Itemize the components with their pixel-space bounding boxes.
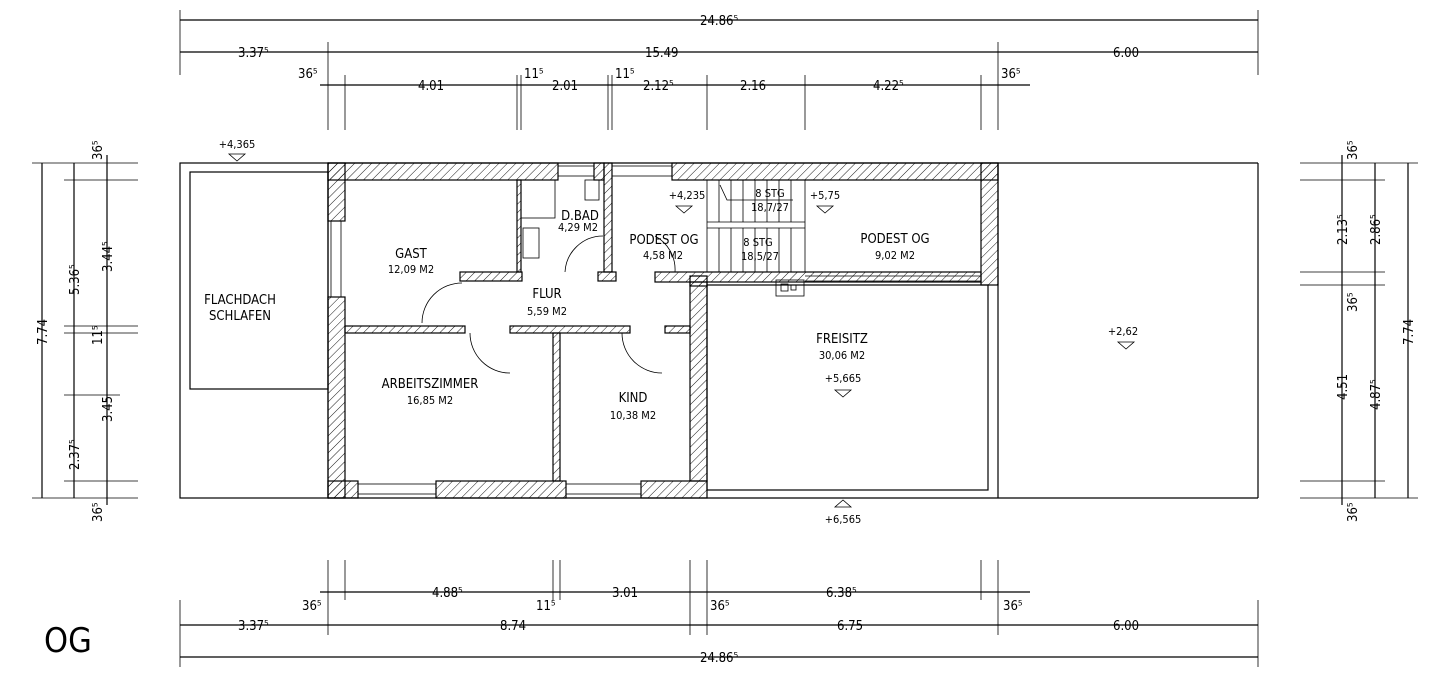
- bath-fixtures: [520, 179, 600, 259]
- room-name-arbeitszimmer: ARBEITSZIMMER: [382, 377, 479, 392]
- stair-steps-1: 8 STG: [755, 187, 784, 200]
- stair-steps-2: 8 STG: [743, 236, 772, 249]
- dim-bottom-mid-1: 3.37⁵: [238, 619, 269, 634]
- floor-label: OG: [44, 621, 92, 661]
- room-name-kind: KIND: [619, 391, 648, 406]
- level-markers: [227, 153, 1136, 508]
- dim-bottom-mid-3: 6.75: [837, 619, 863, 634]
- dim-left-inner-1: 36⁵: [91, 140, 106, 160]
- dim-left-inner-5: 36⁵: [91, 502, 106, 522]
- room-name-flachdach: FLACHDACH: [204, 293, 276, 308]
- room-area-gast: 12,09 M2: [388, 263, 434, 276]
- room-area-podest-1: 4,58 M2: [643, 249, 683, 262]
- dim-bottom-inner-1: 36⁵: [302, 599, 322, 614]
- windows: [330, 165, 981, 495]
- dim-left-mid-1: 5.36⁵: [68, 264, 83, 295]
- staircase: [706, 179, 806, 297]
- stair-ratio-1: 18,7/27: [751, 201, 789, 214]
- dim-top-inner-4: 2.01: [552, 79, 578, 94]
- room-name-bad: D.BAD: [561, 209, 599, 224]
- dim-left-total: 7.74: [36, 319, 51, 345]
- doors: [421, 235, 676, 374]
- dim-left-inner-2: 3.44⁵: [101, 241, 116, 272]
- dim-top-inner-2: 4.01: [418, 79, 444, 94]
- dim-right-total: 7.74: [1402, 319, 1417, 345]
- room-name-flur: FLUR: [532, 287, 561, 302]
- dim-top-inner-8: 4.22⁵: [873, 79, 904, 94]
- dim-bottom-inner-2: 4.88⁵: [432, 586, 463, 601]
- dim-top-mid-2: 15.49: [645, 46, 678, 61]
- walls: [327, 162, 999, 499]
- room-area-arbeitszimmer: 16,85 M2: [407, 394, 453, 407]
- room-sub-flachdach: SCHLAFEN: [209, 309, 271, 324]
- dim-bottom-inner-3: 11⁵: [536, 599, 556, 614]
- level-podest-1: +4,235: [669, 189, 706, 202]
- dim-bottom-total: 24.86⁵: [700, 651, 738, 666]
- room-area-flur: 5,59 M2: [527, 305, 567, 318]
- dim-left-inner-3: 11⁵: [91, 325, 106, 345]
- dim-top-inner-9: 36⁵: [1001, 67, 1021, 82]
- level-podest-2: +5,75: [810, 189, 840, 202]
- room-area-freisitz: 30,06 M2: [819, 349, 865, 362]
- dim-bottom-inner-7: 36⁵: [1003, 599, 1023, 614]
- dim-left-mid-2: 2.37⁵: [68, 439, 83, 470]
- dimension-ticks: [32, 10, 1418, 667]
- dimension-lines: [41, 19, 1409, 658]
- dim-top-mid-1: 3.37⁵: [238, 46, 269, 61]
- dim-top-inner-7: 2.16: [740, 79, 766, 94]
- dim-top-inner-1: 36⁵: [298, 67, 318, 82]
- room-area-bad: 4,29 M2: [558, 221, 598, 234]
- dim-right-inner-4: 4.51: [1336, 374, 1351, 400]
- room-name-podest-1: PODEST OG: [629, 233, 698, 248]
- dim-top-inner-5: 11⁵: [615, 67, 635, 82]
- dim-right-inner-3: 36⁵: [1346, 292, 1361, 312]
- dim-right-mid-2: 4.87⁵: [1369, 379, 1384, 410]
- level-flachdach: +4,365: [219, 138, 256, 151]
- dim-bottom-mid-2: 8.74: [500, 619, 526, 634]
- dim-right-inner-5: 36⁵: [1346, 502, 1361, 522]
- dim-top-inner-6: 2.12⁵: [643, 79, 674, 94]
- room-area-podest-2: 9,02 M2: [875, 249, 915, 262]
- dim-top-mid-3: 6.00: [1113, 46, 1139, 61]
- dim-top-inner-3: 11⁵: [524, 67, 544, 82]
- dim-right-inner-2: 2.13⁵: [1336, 214, 1351, 245]
- stair-ratio-2: 18,5/27: [741, 250, 779, 263]
- room-area-kind: 10,38 M2: [610, 409, 656, 422]
- dim-left-inner-4: 3.45: [101, 396, 116, 422]
- dim-bottom-inner-4: 3.01: [612, 586, 638, 601]
- room-name-podest-2: PODEST OG: [860, 232, 929, 247]
- room-name-gast: GAST: [395, 247, 427, 262]
- level-right-area: +2,62: [1108, 325, 1138, 338]
- dim-bottom-inner-6: 6.38⁵: [826, 586, 857, 601]
- room-name-freisitz: FREISITZ: [816, 332, 868, 347]
- dim-right-inner-1: 36⁵: [1346, 140, 1361, 160]
- level-freisitz: +5,665: [825, 372, 862, 385]
- dim-right-mid-1: 2.86⁵: [1369, 214, 1384, 245]
- dim-bottom-mid-4: 6.00: [1113, 619, 1139, 634]
- dim-top-total: 24.86⁵: [700, 14, 738, 29]
- dim-bottom-inner-5: 36⁵: [710, 599, 730, 614]
- level-outside: +6,565: [825, 513, 862, 526]
